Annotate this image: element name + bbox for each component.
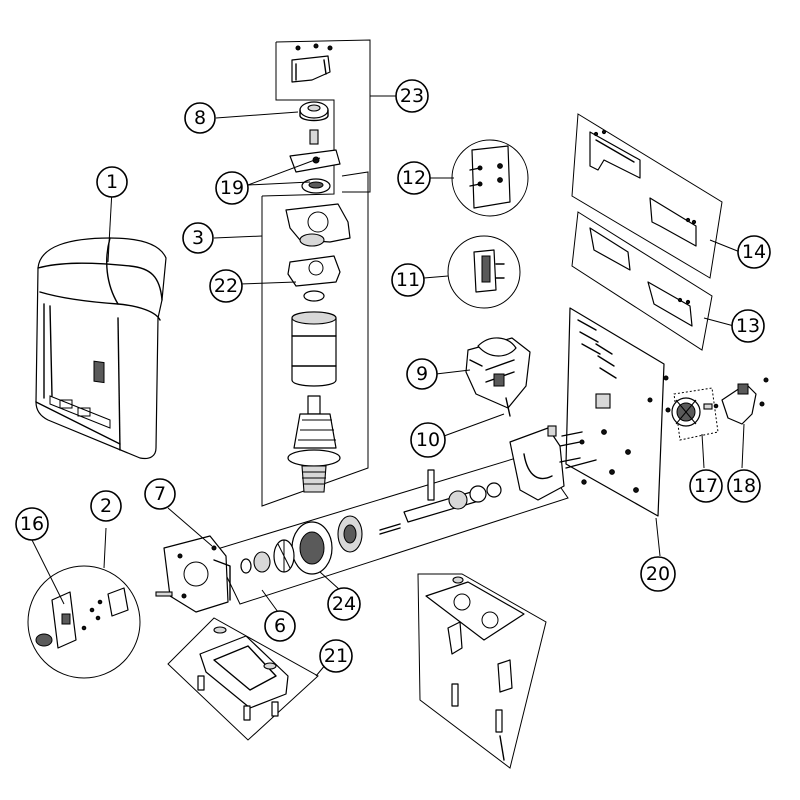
svg-text:6: 6 [274, 615, 286, 637]
svg-text:23: 23 [400, 85, 424, 107]
callout-6: 6 [264, 610, 296, 642]
part-lever-18 [721, 377, 769, 425]
part-motor-stack [261, 171, 369, 507]
callout-24: 24 [327, 587, 361, 621]
part-shaft-tray-24 [213, 425, 569, 605]
part-flange-housing-7 [155, 535, 231, 613]
svg-text:13: 13 [736, 315, 760, 337]
callout-20: 20 [640, 556, 676, 592]
svg-text:16: 16 [20, 513, 44, 535]
part-mounting-plate-20 [565, 307, 665, 517]
svg-text:22: 22 [214, 275, 238, 297]
svg-text:9: 9 [416, 363, 428, 385]
svg-text:19: 19 [220, 177, 244, 199]
loose-screws [559, 375, 671, 485]
part-base-bracket-21 [167, 617, 319, 741]
callout-10: 10 [410, 422, 446, 458]
part-foundation-base [417, 573, 547, 769]
svg-text:3: 3 [192, 227, 204, 249]
callout-12: 12 [397, 161, 431, 195]
callout-23: 23 [395, 79, 429, 113]
callout-14: 14 [737, 235, 771, 269]
svg-text:8: 8 [194, 107, 206, 129]
callout-13: 13 [731, 309, 765, 343]
callout-16: 16 [15, 507, 49, 541]
svg-text:20: 20 [646, 563, 670, 585]
svg-text:24: 24 [332, 593, 356, 615]
callout-7: 7 [144, 478, 176, 510]
callout-9: 9 [406, 358, 438, 390]
part-cover-housing [35, 237, 167, 460]
svg-text:17: 17 [694, 475, 718, 497]
callout-22: 22 [209, 269, 243, 303]
part-washer-8 [299, 101, 329, 122]
svg-text:18: 18 [732, 475, 756, 497]
svg-text:12: 12 [402, 167, 426, 189]
part-inset-plate-12 [451, 139, 529, 217]
part-plate-bearing-19 [289, 129, 341, 194]
svg-text:1: 1 [106, 171, 118, 193]
callout-2: 2 [90, 490, 122, 522]
callout-21: 21 [319, 639, 353, 673]
part-rail-13 [571, 211, 713, 351]
part-top-bracket-group [261, 39, 371, 197]
part-control-board-9 [465, 337, 531, 417]
callout-11: 11 [391, 263, 425, 297]
part-rail-14 [571, 113, 723, 279]
callout-8: 8 [184, 102, 216, 134]
svg-text:7: 7 [154, 483, 166, 505]
svg-text:2: 2 [100, 495, 112, 517]
callout-19: 19 [215, 171, 249, 205]
callout-3: 3 [182, 222, 214, 254]
part-inset-switch-11 [447, 235, 521, 309]
callout-17: 17 [689, 469, 723, 503]
part-inset-limit-2 [27, 565, 141, 679]
svg-text:14: 14 [742, 241, 766, 263]
callout-18: 18 [727, 469, 761, 503]
part-gear-17 [671, 387, 719, 441]
svg-text:21: 21 [324, 645, 348, 667]
svg-text:10: 10 [416, 429, 440, 451]
callout-1: 1 [96, 166, 128, 198]
svg-text:11: 11 [396, 269, 420, 291]
